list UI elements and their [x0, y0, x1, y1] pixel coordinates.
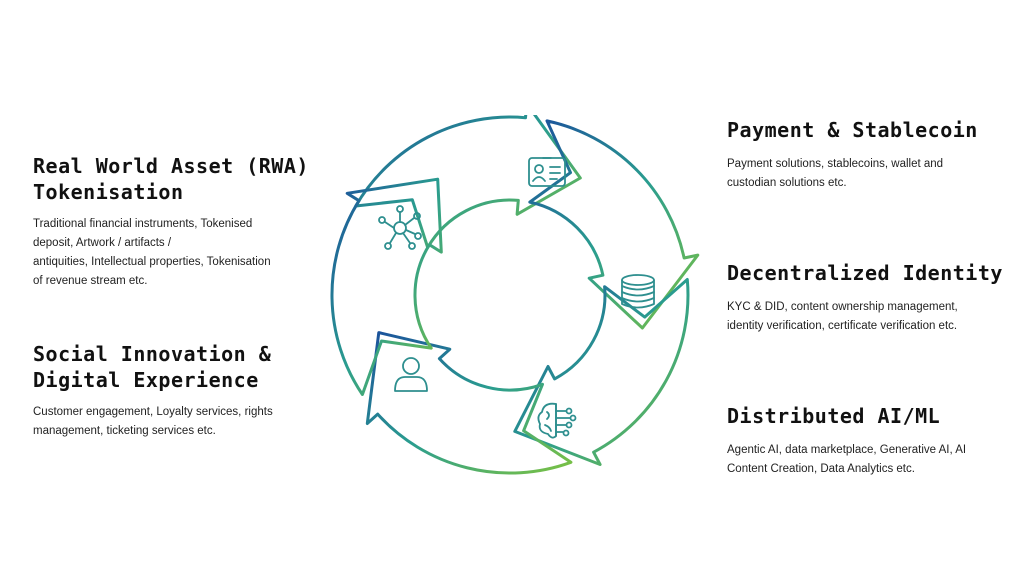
cycle-diagram — [330, 115, 700, 475]
cycle-arrow-2 — [528, 119, 700, 330]
network-icon — [378, 205, 422, 250]
cycle-arrow-5 — [330, 177, 443, 396]
social-section: Social Innovation & Digital Experience C… — [33, 341, 333, 441]
identity-section: Decentralized Identity KYC & DID, conten… — [727, 260, 1012, 336]
ai-brain-icon — [537, 402, 577, 439]
payment-desc-line1: Payment solutions, stablecoins, wallet a… — [727, 158, 944, 170]
identity-title: Decentralized Identity — [727, 261, 1003, 285]
identity-description: KYC & DID, content ownership management,… — [727, 298, 1012, 336]
cycle-arrow-3 — [513, 278, 690, 466]
identity-desc-line2: identity verification, certificate verif… — [727, 320, 958, 332]
social-description: Customer engagement, Loyalty services, r… — [33, 403, 333, 441]
coins-icon — [621, 274, 655, 309]
ai-desc-line2: Content Creation, Data Analytics etc. — [727, 463, 915, 475]
id-card-icon — [528, 157, 566, 187]
rwa-desc-line3: antiquities, Intellectual properties, To… — [33, 256, 271, 268]
rwa-section: Real World Asset (RWA) Tokenisation Trad… — [33, 153, 333, 291]
rwa-title-line1: Real World Asset (RWA) — [33, 154, 309, 178]
ai-title: Distributed AI/ML — [727, 404, 941, 428]
social-desc-line1: Customer engagement, Loyalty services, r… — [33, 406, 273, 418]
payment-description: Payment solutions, stablecoins, wallet a… — [727, 155, 1007, 193]
cycle-arrow-1 — [354, 115, 582, 249]
social-desc-line2: management, ticketing services etc. — [33, 425, 216, 437]
cycle-arrows — [330, 115, 700, 475]
ai-description: Agentic AI, data marketplace, Generative… — [727, 441, 1012, 479]
rwa-desc-line2: deposit, Artwork / artifacts / — [33, 237, 172, 249]
cycle-arrow-4 — [365, 331, 573, 475]
ai-desc-line1: Agentic AI, data marketplace, Generative… — [727, 444, 967, 456]
payment-title: Payment & Stablecoin — [727, 118, 978, 142]
rwa-desc-line4: of revenue stream etc. — [33, 275, 148, 287]
rwa-description: Traditional financial instruments, Token… — [33, 215, 333, 291]
identity-desc-line1: KYC & DID, content ownership management, — [727, 301, 958, 313]
social-title-line1: Social Innovation & — [33, 342, 272, 366]
ai-section: Distributed AI/ML Agentic AI, data marke… — [727, 403, 1012, 479]
rwa-title-line2: Tokenisation — [33, 180, 184, 204]
rwa-title: Real World Asset (RWA) Tokenisation — [33, 153, 333, 205]
payment-section: Payment & Stablecoin Payment solutions, … — [727, 117, 1007, 193]
rwa-desc-line1: Traditional financial instruments, Token… — [33, 218, 253, 230]
social-title-line2: Digital Experience — [33, 368, 259, 392]
payment-desc-line2: custodian solutions etc. — [727, 177, 847, 189]
user-icon — [394, 357, 428, 392]
social-title: Social Innovation & Digital Experience — [33, 341, 333, 393]
